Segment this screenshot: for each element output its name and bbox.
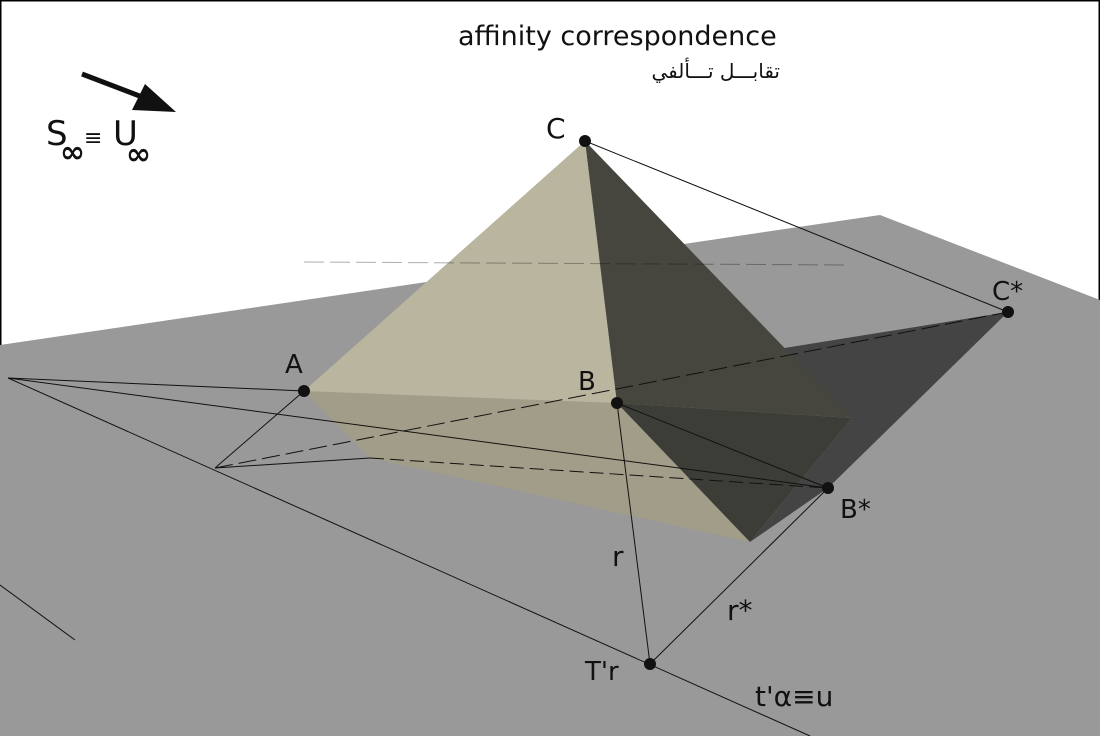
point-a bbox=[298, 385, 310, 397]
construction-lines bbox=[0, 140, 1009, 736]
point-tr bbox=[644, 658, 656, 670]
label-r: r bbox=[612, 540, 624, 573]
label-b: B bbox=[578, 367, 596, 397]
point-c-star bbox=[1002, 306, 1014, 318]
point-c bbox=[579, 135, 591, 147]
arrowhead-icon bbox=[132, 84, 176, 112]
direction-arrow-icon bbox=[81, 71, 151, 103]
face-right bbox=[585, 141, 852, 418]
title: affinity correspondence bbox=[458, 21, 777, 52]
shadow bbox=[750, 312, 1008, 542]
label-axis: t'α≡u bbox=[755, 680, 833, 713]
label-tr: T'r bbox=[584, 657, 619, 687]
point-b bbox=[611, 397, 623, 409]
face-left bbox=[304, 141, 617, 403]
label-r-star: r* bbox=[727, 594, 753, 627]
label-s: S bbox=[46, 114, 68, 154]
label-c: C bbox=[546, 112, 566, 145]
label-equiv: ≡ bbox=[84, 126, 102, 151]
subtitle-arabic: تقابـــل تـــألفي bbox=[651, 57, 780, 84]
label-u-inf: ∞ bbox=[126, 137, 151, 172]
face-right-lower bbox=[617, 403, 852, 542]
points bbox=[298, 135, 1014, 670]
label-u: U bbox=[113, 114, 138, 154]
label-s-inf: ∞ bbox=[60, 135, 85, 170]
label-a: A bbox=[285, 350, 303, 380]
point-b-star bbox=[822, 482, 834, 494]
label-b-star: B* bbox=[840, 495, 871, 525]
label-c-star: C* bbox=[992, 277, 1023, 307]
